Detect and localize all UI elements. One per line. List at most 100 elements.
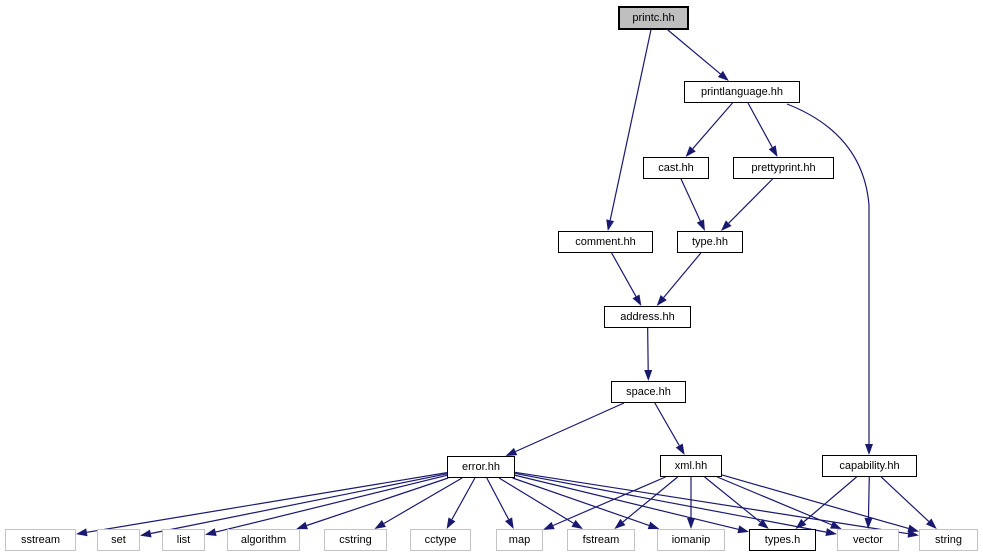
graph-node-cctype: cctype — [410, 529, 471, 551]
graph-node-cstring: cstring — [324, 529, 387, 551]
graph-node-map: map — [496, 529, 543, 551]
edge-printlanguage-prettyprint — [747, 102, 773, 148]
graph-node-label: error.hh — [462, 460, 500, 473]
graph-node-label: set — [111, 533, 126, 546]
graph-node-label: capability.hh — [839, 459, 900, 472]
edge-error-types_h-arrowhead — [737, 525, 749, 534]
edge-printc-printlanguage-arrowhead — [717, 70, 729, 81]
edge-comment-address — [611, 252, 637, 297]
edge-error-algorithm-arrowhead — [296, 521, 308, 530]
edge-error-types_h — [514, 474, 739, 530]
graph-node-set: set — [97, 529, 140, 551]
edge-prettyprint-type — [728, 178, 774, 224]
edge-error-set — [150, 473, 448, 535]
edge-xml-string — [721, 474, 909, 530]
graph-node-xml-hh[interactable]: xml.hh — [660, 455, 722, 477]
edge-address-space-arrowhead — [644, 369, 653, 381]
graph-node-label: algorithm — [240, 533, 287, 546]
edge-xml-types_h — [704, 476, 761, 523]
edge-printlanguage-capability-arrowhead — [865, 444, 873, 455]
graph-node-algorithm: algorithm — [227, 529, 300, 551]
edge-error-vector — [514, 472, 827, 533]
edge-xml-types_h-arrowhead — [757, 518, 769, 529]
graph-node-prettyprint-hh[interactable]: prettyprint.hh — [733, 157, 834, 179]
graph-node-string: string — [919, 529, 978, 551]
edge-error-map — [486, 477, 510, 520]
graph-node-printc-hh: printc.hh — [618, 6, 689, 30]
edge-printlanguage-prettyprint-arrowhead — [768, 145, 778, 157]
edge-error-map-arrowhead — [505, 517, 514, 529]
edge-capability-string-arrowhead — [925, 518, 937, 529]
edge-xml-fstream — [622, 476, 679, 523]
graph-node-sstream: sstream — [5, 529, 76, 551]
graph-node-label: iomanip — [671, 533, 711, 546]
graph-node-types-h[interactable]: types.h — [749, 529, 816, 551]
edge-error-fstream-arrowhead — [571, 519, 583, 529]
graph-node-label: sstream — [20, 533, 61, 546]
edge-error-cstring — [383, 477, 463, 524]
edge-address-space — [647, 327, 649, 371]
graph-node-comment-hh[interactable]: comment.hh — [558, 231, 653, 253]
edge-printc-comment-arrowhead — [606, 219, 615, 231]
edge-space-error — [515, 402, 625, 453]
edge-xml-map — [552, 476, 666, 527]
graph-node-label: xml.hh — [674, 459, 708, 472]
graph-node-label: printlanguage.hh — [701, 85, 783, 98]
edge-error-list — [215, 474, 448, 533]
edge-prettyprint-type-arrowhead — [720, 220, 732, 231]
graph-node-label: types.h — [764, 533, 801, 546]
graph-node-label: prettyprint.hh — [751, 161, 816, 174]
edge-error-cstring-arrowhead — [374, 520, 386, 529]
edge-comment-address-arrowhead — [632, 294, 642, 306]
graph-node-iomanip: iomanip — [657, 529, 725, 551]
graph-node-label: address.hh — [620, 310, 675, 323]
edge-error-cctype — [451, 477, 476, 520]
edge-xml-iomanip-arrowhead — [687, 518, 695, 529]
edge-xml-string-arrowhead — [907, 524, 919, 533]
edge-printlanguage-capability — [786, 103, 870, 444]
edge-space-error-arrowhead — [505, 447, 518, 456]
edge-cast-type — [680, 178, 701, 222]
edge-capability-vector-arrowhead — [864, 517, 873, 529]
graph-node-address-hh[interactable]: address.hh — [604, 306, 691, 328]
graph-node-label: string — [935, 533, 962, 546]
edge-error-vector-arrowhead — [825, 528, 837, 537]
edge-error-set-arrowhead — [140, 529, 152, 538]
edge-capability-vector — [867, 476, 870, 519]
graph-node-capability-hh[interactable]: capability.hh — [822, 455, 917, 477]
graph-node-label: cctype — [424, 533, 457, 546]
graph-node-label: comment.hh — [575, 235, 636, 248]
edge-xml-fstream-arrowhead — [614, 518, 626, 529]
graph-node-label: type.hh — [691, 235, 729, 248]
edge-xml-vector — [717, 476, 832, 526]
graph-node-vector: vector — [837, 529, 899, 551]
edge-error-sstream — [86, 472, 448, 533]
edge-space-xml-arrowhead — [675, 443, 685, 455]
graph-node-printlanguage-hh[interactable]: printlanguage.hh — [684, 81, 800, 103]
edge-xml-map-arrowhead — [543, 521, 555, 530]
edge-xml-vector-arrowhead — [829, 521, 842, 529]
edge-printlanguage-cast — [692, 102, 733, 150]
graph-node-list: list — [162, 529, 205, 551]
graph-node-label: list — [176, 533, 191, 546]
edge-space-xml — [654, 402, 680, 446]
edge-error-iomanip — [512, 477, 650, 526]
graph-node-space-hh[interactable]: space.hh — [611, 381, 686, 403]
graph-node-label: map — [508, 533, 531, 546]
graph-node-label: cstring — [339, 533, 372, 546]
edge-error-fstream — [498, 477, 574, 524]
edge-error-cctype-arrowhead — [446, 517, 456, 529]
edge-printc-comment — [609, 29, 652, 221]
graph-node-error-hh[interactable]: error.hh — [447, 456, 515, 478]
graph-node-cast-hh[interactable]: cast.hh — [643, 157, 709, 179]
graph-node-label: fstream — [582, 533, 620, 546]
graph-node-type-hh[interactable]: type.hh — [677, 231, 743, 253]
edge-type-address — [663, 252, 702, 298]
edge-printc-printlanguage — [667, 29, 721, 75]
edge-capability-types_h-arrowhead — [795, 518, 807, 529]
edge-error-string — [514, 471, 909, 535]
edge-error-iomanip-arrowhead — [647, 521, 660, 530]
graph-node-fstream: fstream — [567, 529, 635, 551]
edge-capability-string — [880, 476, 930, 522]
